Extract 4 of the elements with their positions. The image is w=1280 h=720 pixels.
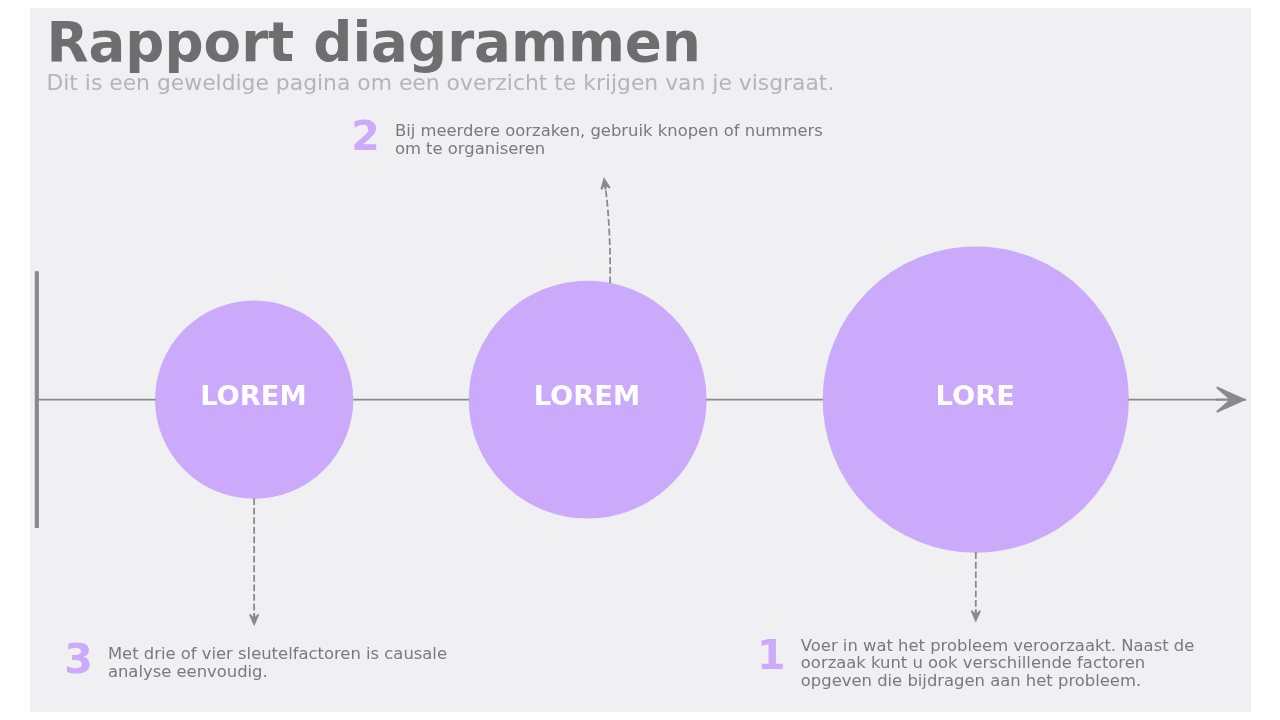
diagram-title: Rapport diagrammen [45,10,701,75]
node-text: 3 Met drie of vier sleutelfactoren is causale analyse eenvoudig. [63,634,447,683]
node-text: 1 Voer in wat het probleem veroorzaakt. Naast de oorzaak kunt u ook verschillende factoren opgeven die bijdragen aan het probleem. [756,630,1194,691]
node-text: 2 Bij meerdere oorzaken, gebruik knopen of nummers om te organiseren [350,111,823,160]
